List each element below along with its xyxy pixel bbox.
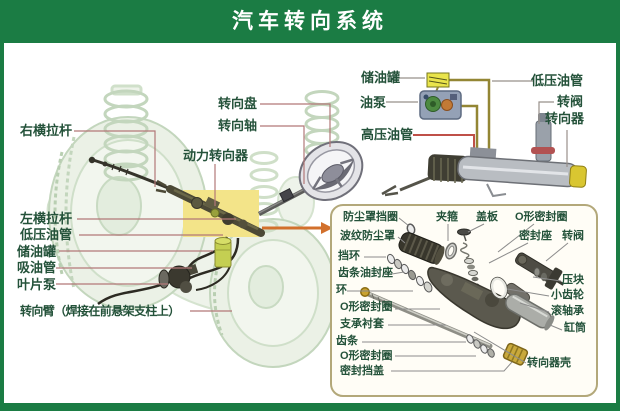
label-schematic-rotary-valve: 转阀: [557, 94, 584, 109]
label-dust-cover-retaining-ring: 防尘罩挡圈: [343, 211, 398, 223]
label-suction-pipe: 吸油管: [17, 260, 57, 275]
label-clamp: 夹箍: [436, 211, 458, 223]
label-inset-rotary-valve: 转阀: [562, 230, 584, 242]
label-vane-pump: 叶片泵: [17, 277, 57, 292]
label-bellows-dust-cover: 波纹防尘罩: [340, 230, 395, 242]
label-steering-wheel: 转向盘: [218, 96, 258, 111]
label-left-tie-rod: 左横拉杆: [20, 211, 73, 226]
label-o-ring-1: O形密封圈: [515, 211, 568, 223]
label-seal-seat: 密封座: [519, 230, 552, 242]
label-schematic-low-pressure-pipe: 低压油管: [531, 73, 584, 88]
label-right-tie-rod: 右横拉杆: [20, 123, 73, 138]
label-roller-bearing: 滚轴承: [551, 305, 584, 317]
label-rack-oil-seal-seat: 齿条油封座: [338, 267, 393, 279]
label-o-ring-2: O形密封圈: [340, 301, 393, 313]
label-retaining-ring: 挡环: [338, 250, 360, 262]
label-pressure-block: 压块: [562, 274, 584, 286]
label-low-pressure-pipe: 低压油管: [20, 227, 73, 242]
label-seal-end-cap: 密封挡盖: [340, 365, 384, 377]
label-oil-reservoir: 储油罐: [17, 244, 57, 259]
label-schematic-high-pressure-pipe: 高压油管: [361, 127, 414, 142]
label-schematic-steering-gear: 转向器: [545, 111, 585, 126]
label-power-steering-gear: 动力转向器: [183, 148, 249, 163]
label-schematic-oil-pump: 油泵: [360, 95, 387, 110]
label-schematic-oil-reservoir: 储油罐: [361, 70, 401, 85]
label-steering-arm: 转向臂（焊接在前悬架支柱上）: [20, 304, 180, 318]
diagram-canvas: [4, 43, 616, 403]
label-steering-shaft: 转向轴: [218, 118, 258, 133]
label-support-bushing: 支承衬套: [340, 318, 384, 330]
page-title: 汽车转向系统: [232, 10, 388, 33]
label-steering-gear-housing: 转向器壳: [527, 357, 571, 369]
label-rack: 齿条: [336, 335, 358, 347]
label-cover-plate: 盖板: [476, 211, 498, 223]
label-ring: 环: [336, 284, 347, 296]
label-cylinder-tube: 缸筒: [564, 322, 586, 334]
label-pinion: 小齿轮: [551, 289, 584, 301]
label-o-ring-3: O形密封圈: [340, 350, 393, 362]
